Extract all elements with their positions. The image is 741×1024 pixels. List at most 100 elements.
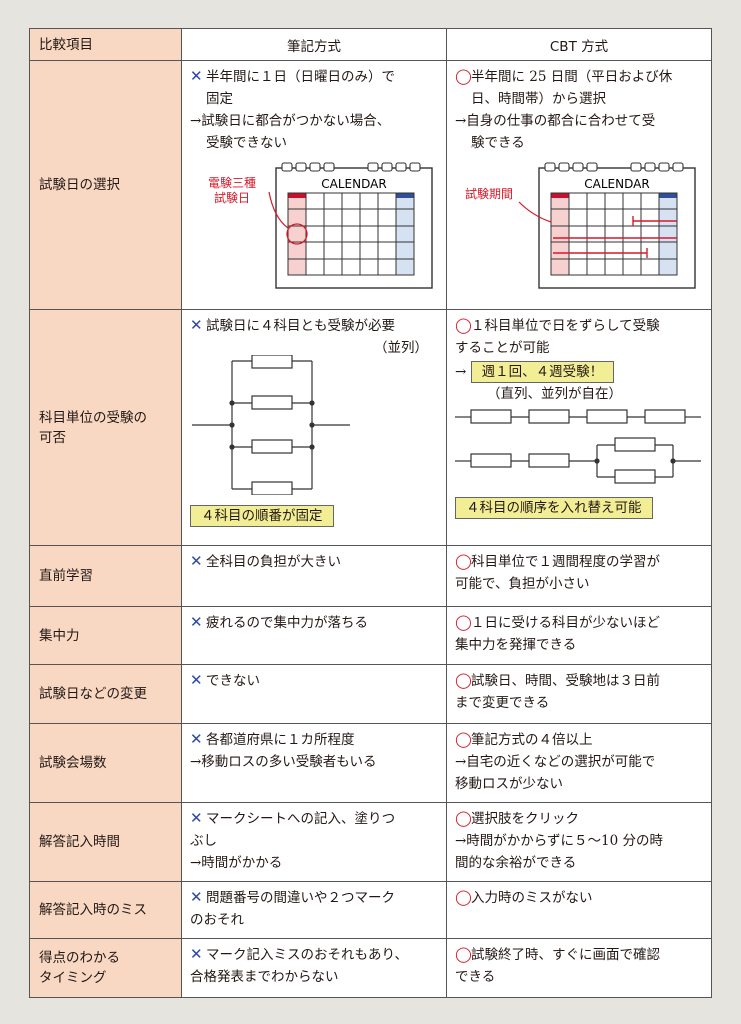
row-result-timing: 得点のわかる タイミング ✕マーク記入ミスのおそれもあり、 合格発表までわからな…	[29, 938, 712, 998]
text-line: できる	[455, 969, 496, 985]
row-answer-time: 解答記入時間 ✕マークシートへの記入、塗りつ ぶし →時間がかかる ◯選択肢をク…	[29, 802, 712, 882]
circle-icon: ◯	[455, 552, 472, 570]
header-row: 比較項目 筆記方式 CBT 方式	[29, 28, 712, 61]
parallel-circuit-diagram	[192, 355, 350, 495]
text-line: 験できる	[471, 135, 525, 151]
cbt-calendar-illustration: CALENDAR	[465, 162, 696, 289]
reorder-box: ４科目の順序を入れ替え可能	[455, 497, 653, 519]
paper-calendar-illustration: CALENDAR 電験三種 試験日	[208, 162, 433, 289]
text-line: 半年間に 25 日間（平日および休	[471, 69, 673, 85]
circle-icon: ◯	[455, 888, 472, 906]
text-line: 固定	[206, 91, 233, 107]
callout-text: 試験期間	[465, 186, 513, 201]
cbt-cell: ◯半年間に 25 日間（平日および休 日、時間帯）から選択 →自身の仕事の都合に…	[446, 60, 712, 310]
text-line: 可能で、負担が小さい	[455, 576, 590, 592]
text-line: →自宅の近くなどの選択が可能で	[455, 754, 656, 770]
row-prep: 直前学習 ✕全科目の負担が大きい ◯科目単位で１週間程度の学習が 可能で、負担が…	[29, 545, 712, 607]
cross-icon: ✕	[190, 945, 203, 963]
text-line: １科目単位で日をずらして受験	[471, 318, 660, 334]
text-line: 試験終了時、すぐに画面で確認	[471, 947, 660, 963]
text-line: →自身の仕事の都合に合わせて受	[455, 113, 656, 129]
calendar-icon: CALENDAR	[268, 162, 433, 289]
row-venue: 試験会場数 ✕各都道府県に１カ所程度 →移動ロスの多い受験者もいる ◯筆記方式の…	[29, 723, 712, 803]
text-line: 集中力を発揮できる	[455, 637, 577, 653]
calendar-title: CALENDAR	[321, 177, 386, 191]
text-line: できない	[206, 673, 260, 689]
text-line: →時間がかかる	[190, 855, 283, 871]
calendar-icon: CALENDAR	[518, 162, 696, 289]
weekly-exam-box: 週１回、４週受験！	[470, 361, 615, 383]
paper-cell: ✕問題番号の間違いや２つマーク のおそれ	[181, 881, 447, 939]
text-line: タイミング	[39, 970, 107, 986]
series-parallel-diagram	[455, 409, 701, 484]
text-line: 得点のわかる	[39, 950, 120, 966]
circle-icon: ◯	[455, 316, 472, 334]
comparison-table: 比較項目 筆記方式 CBT 方式 試験日の選択 ✕半年間に１日（日曜日のみ）で …	[29, 28, 712, 998]
text-line: のおそれ	[190, 912, 244, 928]
text-line: 科目単位の受験の	[39, 409, 147, 426]
paper-cell: ✕疲れるので集中力が落ちる	[181, 606, 447, 665]
cbt-cell: ◯筆記方式の４倍以上 →自宅の近くなどの選択が可能で 移動ロスが少ない	[446, 723, 712, 803]
paper-cell: ✕できない	[181, 664, 447, 724]
row-label: 試験日の選択	[29, 60, 182, 310]
row-label: 解答記入時間	[29, 802, 182, 882]
text-line: 疲れるので集中力が落ちる	[206, 615, 368, 631]
circle-icon: ◯	[455, 613, 472, 631]
text-line: 日、時間帯）から選択	[471, 91, 606, 107]
header-label: 比較項目	[29, 28, 182, 61]
paper-cell: ✕全科目の負担が大きい	[181, 545, 447, 607]
text-line: 入力時のミスがない	[471, 890, 593, 906]
text-line: （並列）	[374, 340, 428, 356]
row-exam-date: 試験日の選択 ✕半年間に１日（日曜日のみ）で 固定 →試験日に都合がつかない場合…	[29, 60, 712, 310]
row-mistake: 解答記入時のミス ✕問題番号の間違いや２つマーク のおそれ ◯入力時のミスがない	[29, 881, 712, 939]
cross-icon: ✕	[190, 613, 203, 631]
text-line: →時間がかからずに５～10 分の時	[455, 833, 664, 849]
row-per-subject: 科目単位の受験の 可否 ✕試験日に４科目とも受験が必要 （並列）	[29, 309, 712, 546]
row-label: 集中力	[29, 606, 182, 665]
text-line: 問題番号の間違いや２つマーク	[206, 890, 395, 906]
text-line: 各都道府県に１カ所程度	[206, 732, 355, 748]
callout-text: 試験日	[214, 190, 250, 205]
circle-icon: ◯	[455, 945, 472, 963]
text-line: マーク記入ミスのおそれもあり、	[206, 947, 408, 963]
text-line: 試験日に４科目とも受験が必要	[206, 318, 395, 334]
text-line: 間的な余裕ができる	[455, 855, 577, 871]
circle-icon: ◯	[455, 730, 472, 748]
cross-icon: ✕	[190, 552, 203, 570]
cbt-cell: ◯１日に受ける科目が少ないほど 集中力を発揮できる	[446, 606, 712, 665]
paper-cell: ✕マーク記入ミスのおそれもあり、 合格発表までわからない	[181, 938, 447, 998]
cbt-cell: ◯試験日、時間、受験地は３日前 まで変更できる	[446, 664, 712, 724]
text-line: 選択肢をクリック	[471, 811, 579, 827]
cbt-cell: ◯試験終了時、すぐに画面で確認 できる	[446, 938, 712, 998]
text-line: 可否	[39, 429, 66, 446]
circle-icon: ◯	[455, 67, 472, 85]
row-label: 試験会場数	[29, 723, 182, 803]
circle-icon: ◯	[455, 809, 472, 827]
cross-icon: ✕	[190, 316, 203, 334]
circle-icon: ◯	[455, 671, 472, 689]
text-line: １日に受ける科目が少ないほど	[471, 615, 660, 631]
cross-icon: ✕	[190, 809, 203, 827]
cbt-text: ◯半年間に 25 日間（平日および休 日、時間帯）から選択 →自身の仕事の都合に…	[447, 61, 711, 154]
cross-icon: ✕	[190, 67, 203, 85]
text-line: することが可能	[455, 340, 550, 356]
paper-text: ✕半年間に１日（日曜日のみ）で 固定 →試験日に都合がつかない場合、 受験できな…	[182, 61, 446, 154]
text-line: マークシートへの記入、塗りつ	[206, 811, 396, 827]
paper-cell: ✕試験日に４科目とも受験が必要 （並列）	[181, 309, 447, 546]
text-line: 科目単位で１週間程度の学習が	[471, 554, 660, 570]
cbt-cell: ◯科目単位で１週間程度の学習が 可能で、負担が小さい	[446, 545, 712, 607]
text-line: ぶし	[190, 833, 217, 849]
row-focus: 集中力 ✕疲れるので集中力が落ちる ◯１日に受ける科目が少ないほど 集中力を発揮…	[29, 606, 712, 665]
cbt-cell: ◯選択肢をクリック →時間がかからずに５～10 分の時 間的な余裕ができる	[446, 802, 712, 882]
text-line: （直列、並列が自在）	[487, 386, 622, 402]
row-label: 試験日などの変更	[29, 664, 182, 724]
cbt-text: ◯１科目単位で日をずらして受験 することが可能 → 週１回、４週受験！ （直列、…	[447, 310, 711, 405]
row-label: 解答記入時のミス	[29, 881, 182, 939]
text-line: 試験日、時間、受験地は３日前	[471, 673, 660, 689]
text-line: 移動ロスが少ない	[455, 776, 563, 792]
callout-text: 電験三種	[208, 175, 256, 190]
text-line: →試験日に都合がつかない場合、	[190, 113, 391, 129]
row-change: 試験日などの変更 ✕できない ◯試験日、時間、受験地は３日前 まで変更できる	[29, 664, 712, 724]
arrow-icon: →	[455, 364, 467, 380]
text-line: 全科目の負担が大きい	[206, 554, 341, 570]
